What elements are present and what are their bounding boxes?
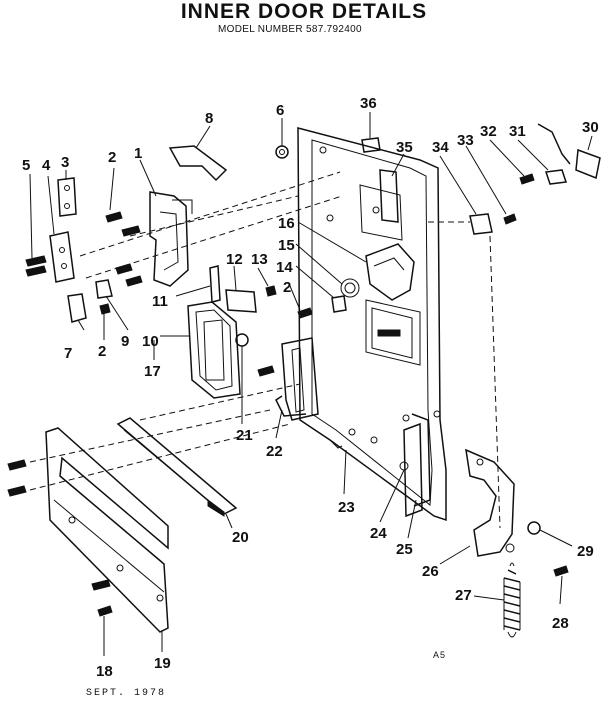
door-spring — [503, 562, 521, 638]
callout-16: 16 — [278, 215, 295, 232]
callout-6: 6 — [276, 102, 284, 119]
callout-19: 19 — [154, 655, 171, 672]
callout-31: 31 — [509, 123, 526, 140]
hinge-plate — [49, 177, 77, 283]
callout-27: 27 — [455, 587, 472, 604]
callout-7: 7 — [64, 345, 72, 362]
callout-2: 2 — [108, 149, 116, 166]
callout-22: 22 — [266, 443, 283, 460]
lower-door-panel — [45, 427, 169, 633]
callout-5: 5 — [22, 157, 30, 174]
callout-21: 21 — [236, 427, 253, 444]
callout-23: 23 — [338, 499, 355, 516]
callout-18: 18 — [96, 663, 113, 680]
callout-13: 13 — [251, 251, 268, 268]
part-number-callouts: 5 4 3 2 1 8 6 36 35 34 33 32 31 30 16 15… — [22, 95, 599, 680]
callout-30: 30 — [582, 119, 599, 136]
callout-2b: 2 — [283, 279, 291, 296]
callout-24: 24 — [370, 525, 387, 542]
latch-bracket — [149, 191, 193, 287]
callout-33: 33 — [457, 132, 474, 149]
callout-20: 20 — [232, 529, 249, 546]
small-parts — [7, 123, 601, 617]
side-channel — [403, 413, 431, 518]
callout-26: 26 — [422, 563, 439, 580]
callout-34: 34 — [432, 139, 449, 156]
diagram-title: INNER DOOR DETAILS — [180, 0, 428, 23]
callout-14: 14 — [276, 259, 293, 276]
callout-11: 11 — [152, 293, 168, 310]
callout-35: 35 — [396, 139, 413, 156]
door-handle — [187, 301, 241, 399]
callout-8: 8 — [205, 110, 213, 127]
door-rail — [116, 417, 238, 517]
diagram-code: A5 — [433, 650, 447, 660]
callout-15: 15 — [278, 237, 295, 254]
callout-9: 9 — [121, 333, 129, 350]
assembly-guide-lines — [29, 171, 501, 529]
callout-1: 1 — [134, 145, 142, 162]
callout-3: 3 — [61, 154, 69, 171]
callout-2c: 2 — [98, 343, 106, 360]
callout-12: 12 — [226, 251, 243, 268]
hinge-arm — [465, 448, 515, 557]
callout-36: 36 — [360, 95, 377, 112]
inner-door-panel — [297, 127, 447, 522]
diagram-date: SEPT. 1978 — [86, 688, 167, 699]
hinge-bracket — [275, 337, 319, 421]
leader-lines — [29, 112, 593, 656]
callout-29: 29 — [577, 543, 594, 560]
callout-25: 25 — [396, 541, 413, 558]
callout-32: 32 — [480, 123, 497, 140]
callout-10: 10 — [142, 333, 159, 350]
model-number: MODEL NUMBER 587.792400 — [218, 24, 362, 35]
top-bracket — [168, 145, 228, 182]
callout-4: 4 — [42, 157, 51, 174]
callout-17: 17 — [144, 363, 161, 380]
callout-28: 28 — [552, 615, 569, 632]
